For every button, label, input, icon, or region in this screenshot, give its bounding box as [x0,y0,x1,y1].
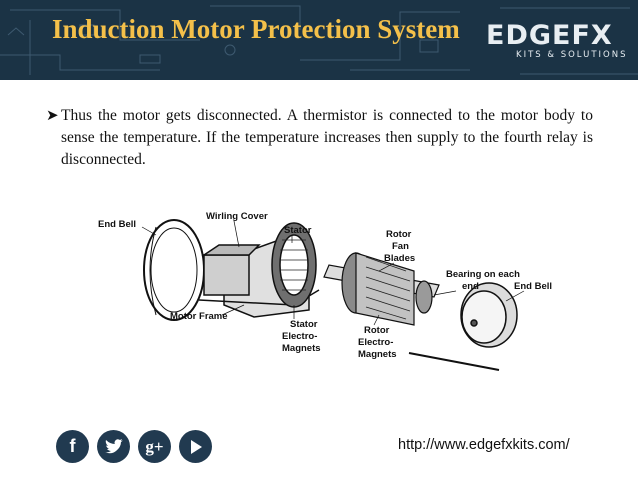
label-stator-magnets-2: Electro- [282,331,317,342]
play-triangle-glyph [190,439,202,454]
diagram-labels: End Bell Wirling Cover Stator Rotor Fan … [98,211,552,360]
youtube-play-icon[interactable] [179,430,212,463]
twitter-icon[interactable] [97,430,130,463]
label-rotor-magnets-3: Magnets [358,349,397,360]
motor-frame-shape [198,222,320,318]
label-stator-magnets-1: Stator [290,319,318,330]
twitter-bird-glyph [104,438,123,453]
label-stator: Stator [284,225,312,236]
diagram-leader-lines [141,220,525,326]
facebook-icon[interactable]: f [56,430,89,463]
label-wirling-cover: Wirling Cover [206,211,268,222]
logo-tagline: KITS & SOLUTIONS [516,50,628,60]
slide-title: Induction Motor Protection System [52,14,460,44]
google-plus-icon[interactable]: g+ [138,430,171,463]
arrow-bullet-icon: ➤ [46,108,59,124]
bullet-text: Thus the motor gets disconnected. A ther… [61,107,593,168]
circuit-background [0,5,638,75]
label-stator-magnets-3: Magnets [282,343,321,354]
website-url[interactable]: http://www.edgefxkits.com/ [398,437,570,453]
logo-mark: EDGEFX [486,20,613,51]
label-motor-frame: Motor Frame [170,311,228,322]
end-bell-right-shape [408,282,518,371]
label-bearing-1: Bearing on each [446,269,520,280]
social-icons: f g+ [56,430,212,463]
label-rotor-fan-blades-3: Blades [384,253,415,264]
label-end-bell-right: End Bell [514,281,552,292]
rotor-shape [323,252,440,326]
edgefx-logo: EDGEFX KITS & SOLUTIONS [486,20,628,68]
label-rotor-fan-blades-1: Rotor [386,229,412,240]
slide-header: Induction Motor Protection System EDGEFX… [0,0,638,80]
end-bell-left-shape [143,219,205,321]
label-bearing-2: end [462,281,479,292]
label-rotor-magnets-2: Electro- [358,337,393,348]
label-rotor-magnets-1: Rotor [364,325,390,336]
label-end-bell-left: End Bell [98,219,136,230]
label-rotor-fan-blades-2: Fan [392,241,409,252]
motor-exploded-diagram: End Bell Wirling Cover Stator Rotor Fan … [98,211,552,371]
bullet-item: ➤ Thus the motor gets disconnected. A th… [46,105,593,171]
